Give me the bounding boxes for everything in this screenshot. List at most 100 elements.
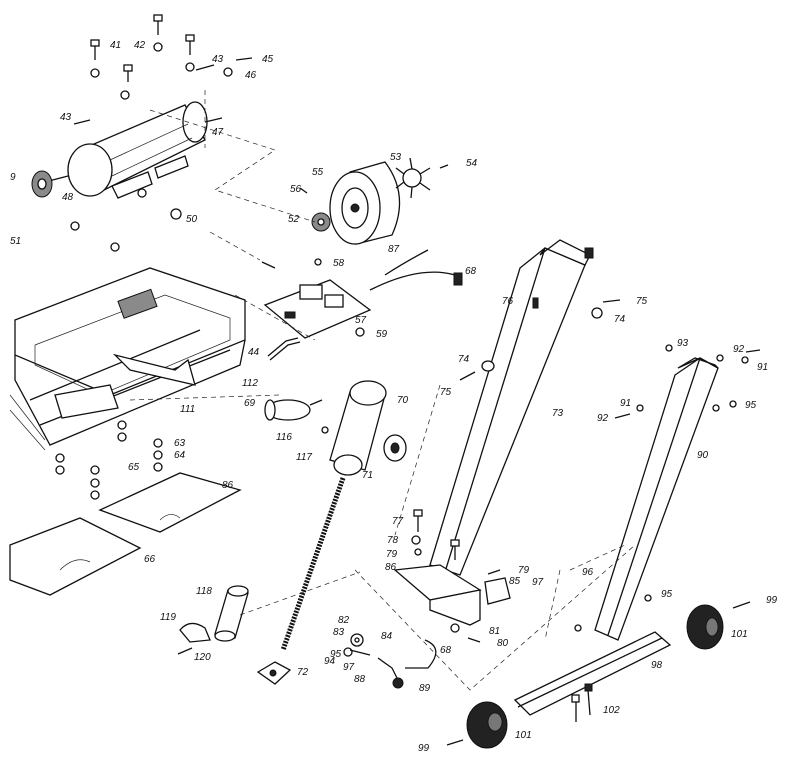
screw-54 bbox=[439, 164, 449, 169]
drive-motor bbox=[44, 101, 223, 197]
callout-99: 99 bbox=[418, 743, 430, 754]
callout-89: 89 bbox=[419, 683, 431, 694]
callout-112: 112 bbox=[242, 378, 258, 389]
callout-99: 99 bbox=[766, 595, 778, 606]
callout-74: 74 bbox=[458, 354, 470, 365]
callout-72: 72 bbox=[297, 667, 309, 678]
callout-86: 86 bbox=[385, 562, 397, 573]
callout-63: 63 bbox=[174, 438, 186, 449]
callout-73: 73 bbox=[552, 408, 564, 419]
callout-52: 52 bbox=[288, 214, 300, 225]
lift-motor bbox=[329, 380, 387, 476]
callout-43: 43 bbox=[212, 54, 224, 65]
upright-fasteners bbox=[411, 297, 621, 643]
callout-91: 91 bbox=[757, 362, 768, 373]
callout-79: 79 bbox=[518, 565, 530, 576]
callout-48: 48 bbox=[62, 192, 74, 203]
motor-screws bbox=[73, 14, 253, 125]
spring-clip bbox=[261, 261, 276, 269]
rear-axle-tube bbox=[513, 631, 672, 716]
hood-bracket bbox=[112, 353, 196, 386]
base-cover-plate bbox=[9, 517, 142, 596]
capacitor bbox=[264, 399, 323, 421]
callout-96: 96 bbox=[582, 567, 594, 578]
callout-78: 78 bbox=[387, 535, 399, 546]
callout-94: 94 bbox=[324, 656, 336, 667]
callout-76: 76 bbox=[502, 296, 514, 307]
flywheel bbox=[329, 161, 401, 245]
callout-111: 111 bbox=[180, 404, 195, 415]
nut-59 bbox=[355, 327, 365, 337]
callout-90: 90 bbox=[697, 450, 709, 461]
control-board bbox=[263, 279, 372, 339]
idler-pulley bbox=[311, 212, 331, 232]
callout-68: 68 bbox=[465, 266, 477, 277]
callout-41: 41 bbox=[110, 40, 121, 51]
upright-foot-bracket bbox=[393, 564, 511, 626]
wire-harness bbox=[369, 249, 463, 291]
switch-assembly bbox=[343, 633, 437, 689]
callout-101: 101 bbox=[515, 730, 532, 741]
lift-nut-block bbox=[256, 661, 292, 685]
callout-117: 117 bbox=[296, 452, 312, 463]
callout-82: 82 bbox=[338, 615, 350, 626]
callout-9: 9 bbox=[10, 172, 16, 183]
callout-69: 69 bbox=[244, 398, 256, 409]
left-upright-tube bbox=[429, 239, 594, 576]
fan-impeller bbox=[395, 157, 431, 199]
callout-56: 56 bbox=[290, 184, 302, 195]
callout-92: 92 bbox=[733, 344, 745, 355]
callout-65: 65 bbox=[128, 462, 140, 473]
callout-95: 95 bbox=[745, 400, 757, 411]
callout-97: 97 bbox=[343, 662, 355, 673]
callout-42: 42 bbox=[134, 40, 146, 51]
callout-57: 57 bbox=[355, 315, 367, 326]
callout-45: 45 bbox=[262, 54, 274, 65]
callout-59: 59 bbox=[376, 329, 388, 340]
callout-51: 51 bbox=[10, 236, 21, 247]
callout-43: 43 bbox=[60, 112, 72, 123]
callout-80: 80 bbox=[497, 638, 509, 649]
callout-95: 95 bbox=[661, 589, 673, 600]
callout-101: 101 bbox=[731, 629, 748, 640]
callout-88: 88 bbox=[354, 674, 366, 685]
motor-mount-feet bbox=[111, 155, 189, 199]
callout-58: 58 bbox=[333, 258, 345, 269]
base-nuts bbox=[55, 420, 163, 500]
callout-labels: 41 42 43 45 46 43 47 9 48 50 51 55 53 54… bbox=[10, 40, 778, 754]
callout-84: 84 bbox=[381, 631, 393, 642]
callout-85: 85 bbox=[509, 576, 521, 587]
callout-83: 83 bbox=[333, 627, 345, 638]
callout-64: 64 bbox=[174, 450, 186, 461]
callout-116: 116 bbox=[276, 432, 292, 443]
lift-gear bbox=[383, 434, 407, 462]
roller-sleeve bbox=[214, 585, 249, 642]
callout-102: 102 bbox=[603, 705, 620, 716]
wheel-right bbox=[686, 601, 751, 650]
callout-54: 54 bbox=[466, 158, 478, 169]
callout-91: 91 bbox=[620, 398, 631, 409]
callout-50: 50 bbox=[186, 214, 198, 225]
callout-95: 95 bbox=[330, 649, 342, 660]
drive-pulley-small bbox=[31, 170, 53, 198]
callout-75: 75 bbox=[440, 387, 452, 398]
callout-55: 55 bbox=[312, 167, 324, 178]
callout-71: 71 bbox=[362, 470, 373, 481]
callout-53: 53 bbox=[390, 152, 402, 163]
screw-58 bbox=[314, 258, 322, 266]
lift-screw bbox=[280, 477, 346, 651]
callout-92: 92 bbox=[597, 413, 609, 424]
callout-77: 77 bbox=[392, 516, 404, 527]
right-upright-tube bbox=[594, 357, 719, 641]
hex-wrench bbox=[267, 337, 301, 361]
callout-68: 68 bbox=[440, 645, 452, 656]
callout-93: 93 bbox=[677, 338, 689, 349]
callout-79: 79 bbox=[386, 549, 398, 560]
right-upright-hardware bbox=[574, 344, 761, 632]
axle-bolts bbox=[571, 683, 593, 722]
callout-98: 98 bbox=[651, 660, 663, 671]
bracket-119 bbox=[177, 622, 211, 655]
callout-46: 46 bbox=[245, 70, 257, 81]
